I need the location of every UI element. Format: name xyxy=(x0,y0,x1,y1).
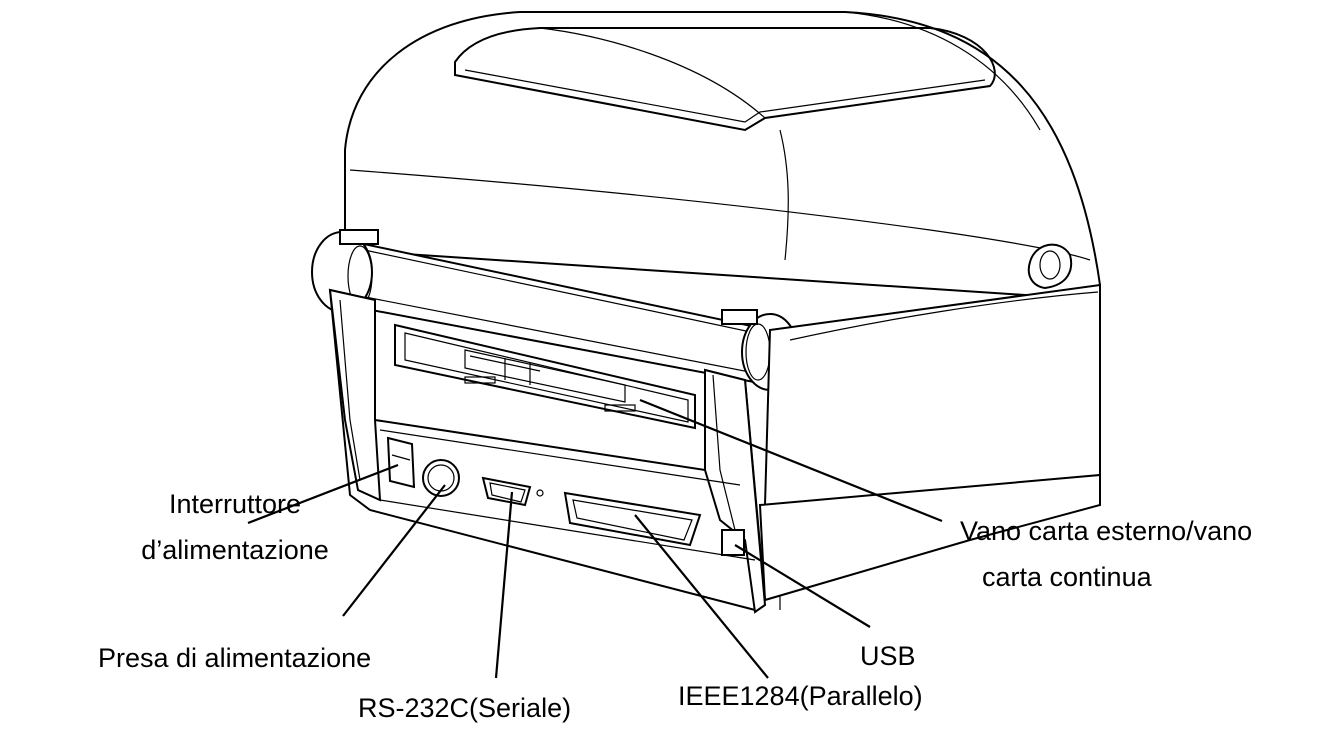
leader-power-switch xyxy=(247,463,399,525)
label-power-socket: Presa di alimentazione xyxy=(98,643,372,673)
leader-power-socket xyxy=(342,484,446,617)
rs232c-connector xyxy=(481,476,532,507)
housing-right-side xyxy=(763,283,1101,506)
label-paper-slot-line1: Vano carta esterno/vano xyxy=(960,516,1253,546)
label-power-switch: Interruttore d’alimentazione xyxy=(140,488,330,566)
label-usb: USB xyxy=(860,641,916,671)
label-paper-slot: Vano carta esterno/vano carta continua xyxy=(960,515,1252,593)
label-power-switch-line1: Interruttore xyxy=(168,489,302,519)
label-rs232c: RS-232C(Seriale) xyxy=(358,693,572,723)
leader-rs232c xyxy=(494,491,514,679)
leader-paper-slot xyxy=(639,398,943,523)
ieee1284-connector xyxy=(563,491,702,547)
label-paper-slot-line2: carta continua xyxy=(982,562,1152,592)
usb-port xyxy=(721,529,745,556)
side-latch xyxy=(1027,243,1073,290)
label-ieee1284: IEEE1284(Parallelo) xyxy=(678,681,923,711)
leader-usb xyxy=(734,544,871,628)
label-power-switch-line2: d’alimentazione xyxy=(141,535,329,565)
power-switch xyxy=(386,436,416,489)
cover-window xyxy=(454,27,996,132)
leader-ieee1284 xyxy=(634,514,769,679)
